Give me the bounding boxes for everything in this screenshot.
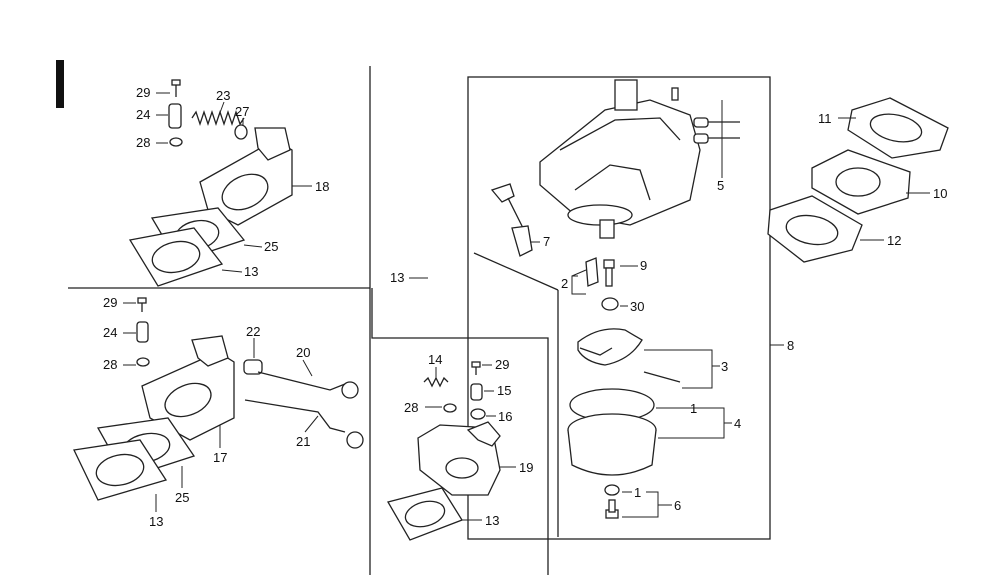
callout-8: 8: [787, 338, 794, 353]
callout-labels: 29 24 28 23 27 18 25 13 29 24 28 22 20 2…: [103, 85, 947, 529]
callout-18: 18: [315, 179, 329, 194]
collar-part: [470, 383, 483, 401]
gasket-part: [767, 195, 863, 263]
callout-25: 25: [175, 490, 189, 505]
callout-7: 7: [543, 234, 550, 249]
governor-bracket-part: [199, 127, 293, 226]
washer-part: [604, 484, 620, 496]
gasket-part: [73, 439, 168, 501]
governor-spring-rod-part: [244, 399, 364, 449]
top-left-insulator-group: [128, 79, 293, 287]
washer-part: [169, 137, 183, 147]
callout-28: 28: [103, 357, 117, 372]
screw-part: [137, 297, 147, 312]
callout-28: 28: [136, 135, 150, 150]
bolt-part: [605, 499, 619, 519]
callout-19: 19: [519, 460, 533, 475]
nut-part: [601, 297, 619, 311]
collar-part: [243, 359, 263, 375]
screw-part: [471, 361, 481, 375]
spring-part: [423, 376, 449, 388]
choke-bracket-part: [417, 421, 501, 496]
gasket-part: [128, 227, 224, 287]
bottom-left-insulator-group: [73, 297, 364, 501]
float-bowl-part: [567, 388, 657, 476]
callout-30: 30: [630, 299, 644, 314]
callout-2: 2: [561, 276, 568, 291]
jet-part: [585, 257, 599, 287]
gasket-part: [847, 97, 949, 159]
callout-21: 21: [296, 434, 310, 449]
callout-13: 13: [149, 514, 163, 529]
callout-22: 22: [246, 324, 260, 339]
lever-part: [490, 183, 533, 257]
screw-set-part: [671, 87, 740, 144]
callout-11: 11: [818, 111, 832, 126]
callout-14: 14: [428, 352, 442, 367]
right-gasket-group: [767, 97, 949, 263]
carburetor-body-part: [539, 79, 701, 239]
callout-1: 1: [634, 485, 641, 500]
callout-10: 10: [933, 186, 947, 201]
washer-part: [234, 124, 248, 140]
callout-1: 1: [690, 401, 697, 416]
callout-25: 25: [264, 239, 278, 254]
callout-23: 23: [216, 88, 230, 103]
leader-lines: [123, 92, 930, 521]
callout-5: 5: [717, 178, 724, 193]
jet-part: [603, 259, 615, 287]
callout-16: 16: [498, 409, 512, 424]
carburetor-assembly: [490, 79, 740, 519]
callout-13: 13: [390, 270, 404, 285]
section-marker-bar: [56, 60, 64, 108]
callout-20: 20: [296, 345, 310, 360]
washer-part: [443, 403, 457, 413]
callout-29: 29: [103, 295, 117, 310]
gasket-part: [387, 487, 463, 541]
float-part: [577, 328, 681, 383]
collar-part: [136, 321, 149, 343]
callout-28: 28: [404, 400, 418, 415]
governor-rod-part: [257, 371, 359, 399]
callout-29: 29: [495, 357, 509, 372]
callout-24: 24: [103, 325, 117, 340]
section-frame-lines: [68, 66, 771, 575]
callout-27: 27: [235, 104, 249, 119]
washer-part: [470, 408, 486, 420]
insulator-part: [811, 149, 911, 215]
callout-15: 15: [497, 383, 511, 398]
callout-9: 9: [640, 258, 647, 273]
collar-part: [168, 103, 182, 129]
callout-24: 24: [136, 107, 150, 122]
screw-part: [171, 79, 181, 97]
callout-13: 13: [485, 513, 499, 528]
washer-part: [136, 357, 150, 367]
callout-17: 17: [213, 450, 227, 465]
callout-6: 6: [674, 498, 681, 513]
choke-bracket-group: [387, 361, 501, 541]
callout-3: 3: [721, 359, 728, 374]
callout-13: 13: [244, 264, 258, 279]
callout-29: 29: [136, 85, 150, 100]
callout-12: 12: [887, 233, 901, 248]
callout-4: 4: [734, 416, 741, 431]
